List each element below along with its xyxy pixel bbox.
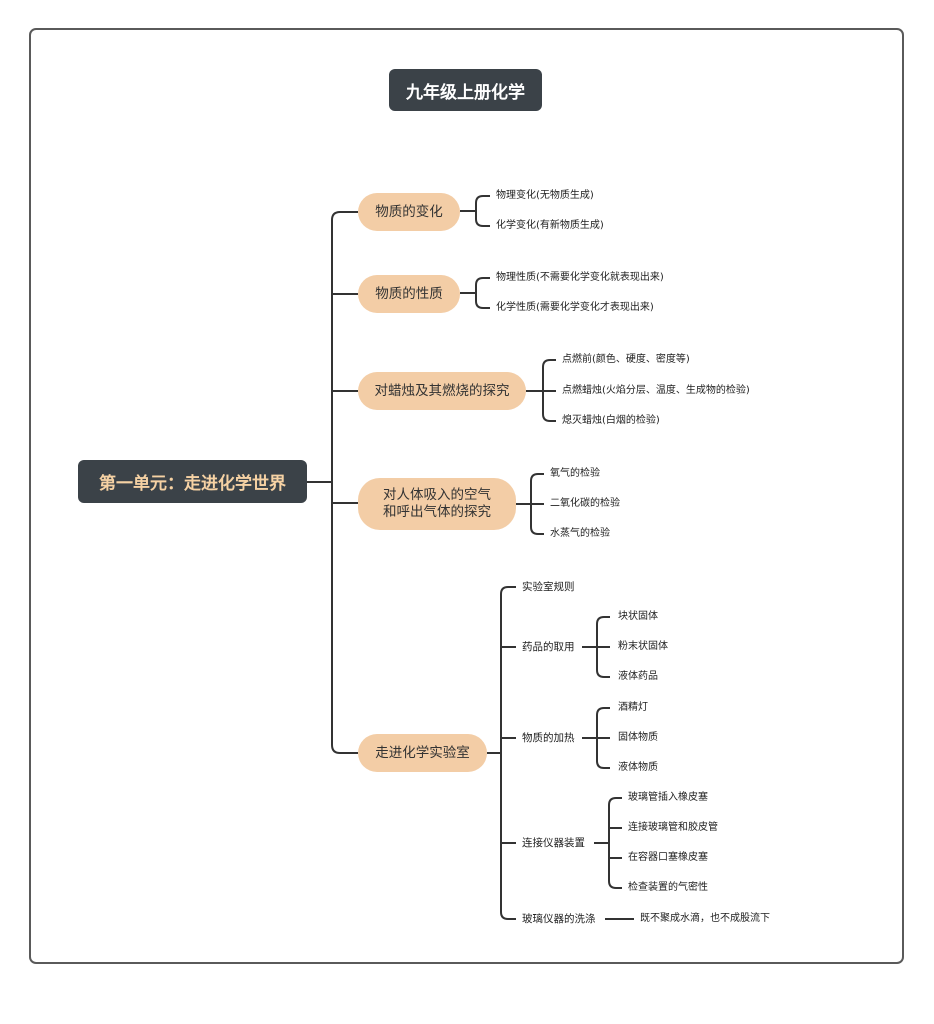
leaf-before-lighting: 点燃前(颜色、硬度、密度等) xyxy=(562,354,690,365)
leaf-lump-solid: 块状固体 xyxy=(618,611,658,622)
leaf-water-vapor-test: 水蒸气的检验 xyxy=(550,528,610,539)
leaf-glass-tube-into-stopper: 玻璃管插入橡皮塞 xyxy=(628,792,708,803)
branch-breath-label-line2: 和呼出气体的探究 xyxy=(383,504,491,520)
branch-breath-exploration: 对人体吸入的空气 和呼出气体的探究 xyxy=(358,478,516,530)
sub-apparatus-connection: 连接仪器装置 xyxy=(522,837,585,849)
leaf-physical-change: 物理变化(无物质生成) xyxy=(496,190,594,201)
leaf-lighting-candle: 点燃蜡烛(火焰分层、温度、生成物的检验) xyxy=(562,385,750,396)
map-title: 九年级上册化学 xyxy=(389,69,542,111)
leaf-physical-property: 物理性质(不需要化学变化就表现出来) xyxy=(496,272,664,283)
leaf-liquid-reagent: 液体药品 xyxy=(618,671,658,682)
leaf-alcohol-lamp: 酒精灯 xyxy=(618,702,648,713)
branch-breath-label-line1: 对人体吸入的空气 xyxy=(383,487,491,503)
branch-candle-exploration: 对蜡烛及其燃烧的探究 xyxy=(358,372,526,410)
leaf-co2-test: 二氧化碳的检验 xyxy=(550,498,620,509)
leaf-connect-tube-hose: 连接玻璃管和胶皮管 xyxy=(628,822,718,833)
leaf-chemical-property: 化学性质(需要化学变化才表现出来) xyxy=(496,302,654,313)
leaf-solid-substance: 固体物质 xyxy=(618,732,658,743)
leaf-oxygen-test: 氧气的检验 xyxy=(550,468,600,479)
branch-material-property: 物质的性质 xyxy=(358,275,460,313)
branch-lab: 走进化学实验室 xyxy=(358,734,487,772)
sub-heating: 物质的加热 xyxy=(522,732,575,744)
sub-glassware-washing: 玻璃仪器的洗涤 xyxy=(522,913,596,925)
leaf-airtightness-check: 检查装置的气密性 xyxy=(628,882,708,893)
leaf-stopper-container: 在容器口塞橡皮塞 xyxy=(628,852,708,863)
branch-material-change: 物质的变化 xyxy=(358,193,460,231)
leaf-extinguish-candle: 熄灭蜡烛(白烟的检验) xyxy=(562,415,660,426)
leaf-washing-standard: 既不聚成水滴，也不成股流下 xyxy=(640,913,770,924)
sub-reagent-handling: 药品的取用 xyxy=(522,641,575,653)
sub-lab-rules: 实验室规则 xyxy=(522,581,575,593)
leaf-liquid-substance: 液体物质 xyxy=(618,762,658,773)
leaf-chemical-change: 化学变化(有新物质生成) xyxy=(496,220,604,231)
leaf-powder-solid: 粉末状固体 xyxy=(618,641,668,652)
canvas-frame xyxy=(29,28,904,964)
central-topic: 第一单元：走进化学世界 xyxy=(78,460,307,503)
